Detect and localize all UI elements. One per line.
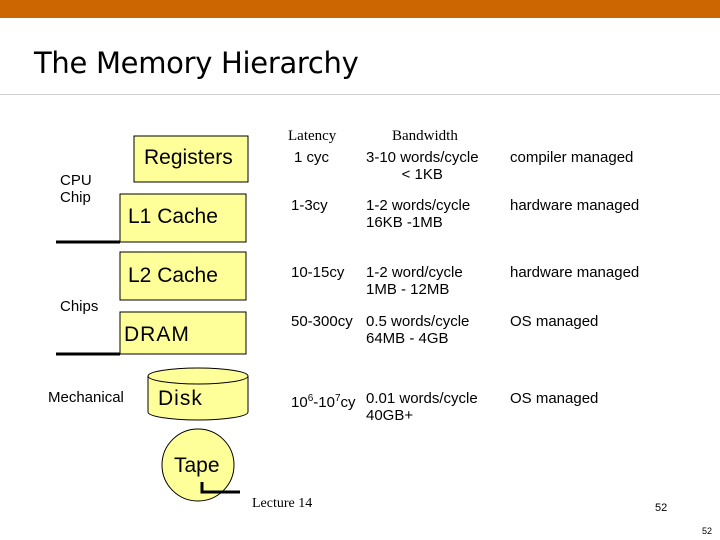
level-label-registers: Registers bbox=[144, 146, 233, 169]
bandwidth-disk: 0.01 words/cycle 40GB+ bbox=[366, 390, 478, 424]
bandwidth-registers: 3-10 words/cycle < 1KB bbox=[366, 149, 479, 183]
dram-box bbox=[119, 311, 247, 355]
title-divider bbox=[0, 94, 720, 95]
footer-lecture: Lecture 14 bbox=[252, 496, 313, 511]
latency-l2-cache: 10-15cy bbox=[291, 264, 345, 281]
management-l2-cache: hardware managed bbox=[510, 264, 640, 281]
bandwidth-dram: 0.5 words/cycle 64MB - 4GB bbox=[366, 313, 470, 347]
management-l1-cache: hardware managed bbox=[510, 197, 640, 214]
page-number: 52 bbox=[655, 502, 668, 514]
bandwidth-l2-cache: 1-2 word/cycle 1MB - 12MB bbox=[366, 264, 463, 298]
level-label-l1-cache: L1 Cache bbox=[128, 205, 218, 228]
l1-cache-box bbox=[119, 193, 247, 243]
column-header-bandwidth: Bandwidth bbox=[392, 128, 458, 144]
corner-page-number: 52 bbox=[702, 526, 713, 536]
latency-disk: 106-107cy bbox=[291, 393, 356, 411]
l2-cache-box bbox=[119, 251, 247, 301]
latency-registers: 1 cyc bbox=[294, 149, 330, 166]
group-label-cpu-chip: CPU Chip bbox=[60, 172, 92, 206]
group-label-mechanical: Mechanical bbox=[48, 389, 124, 406]
latency-l1-cache: 1-3cy bbox=[291, 197, 328, 214]
registers-box bbox=[133, 135, 249, 183]
management-disk: OS managed bbox=[510, 390, 599, 407]
management-dram: OS managed bbox=[510, 313, 599, 330]
level-label-dram: DRAM bbox=[124, 323, 190, 346]
column-header-latency: Latency bbox=[288, 128, 337, 144]
level-label-tape: Tape bbox=[174, 454, 220, 477]
management-registers: compiler managed bbox=[510, 149, 634, 166]
top-accent-bar bbox=[0, 0, 720, 18]
level-label-disk: Disk bbox=[158, 387, 203, 410]
disk-cylinder bbox=[147, 367, 249, 421]
tape-reel bbox=[161, 428, 240, 502]
group-label-chips: Chips bbox=[60, 298, 99, 315]
latency-dram: 50-300cy bbox=[291, 313, 353, 330]
bandwidth-l1-cache: 1-2 words/cycle 16KB -1MB bbox=[366, 197, 471, 231]
level-label-l2-cache: L2 Cache bbox=[128, 264, 218, 287]
slide-title: The Memory Hierarchy bbox=[34, 46, 359, 80]
